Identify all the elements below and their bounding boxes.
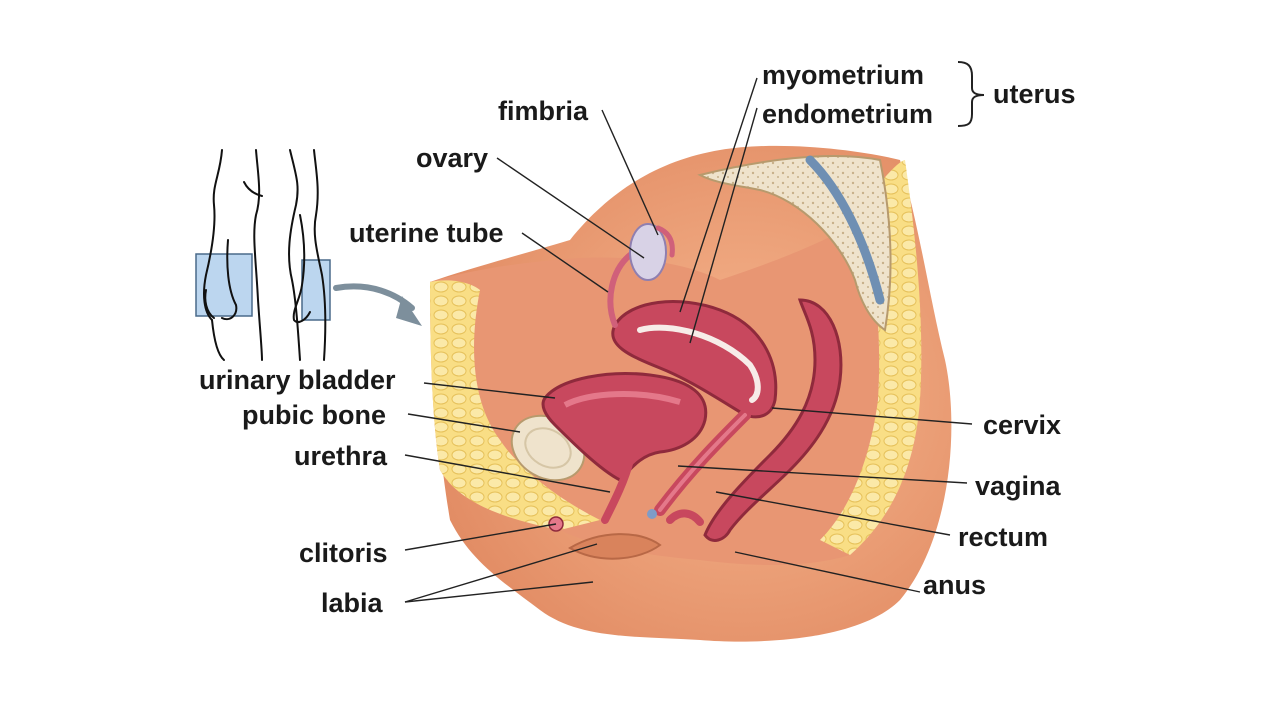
uterus-brace-icon xyxy=(957,61,985,127)
pelvis-section xyxy=(430,145,952,642)
label-fimbria: fimbria xyxy=(498,96,589,126)
spinal-vessel xyxy=(805,155,885,305)
uterine-tube-shape xyxy=(607,252,633,328)
label-clitoris: clitoris xyxy=(299,538,388,568)
inset-figure xyxy=(195,149,331,361)
fimbria-shape xyxy=(655,225,675,258)
inset-plane-side xyxy=(301,259,331,321)
label-ovary: ovary xyxy=(416,143,489,173)
label-uterine-tube: uterine tube xyxy=(349,218,504,248)
leader-lines xyxy=(404,77,973,603)
label-cervix: cervix xyxy=(983,410,1062,440)
label-urinary-bladder: urinary bladder xyxy=(199,365,396,395)
label-labia: labia xyxy=(321,588,383,618)
label-rectum: rectum xyxy=(958,522,1049,552)
label-vagina: vagina xyxy=(975,471,1061,501)
endometrium-shape xyxy=(637,324,761,403)
label-myometrium: myometrium xyxy=(762,60,925,90)
labia-shape xyxy=(568,533,662,560)
ovary-shape xyxy=(629,223,667,281)
label-endometrium: endometrium xyxy=(762,99,934,129)
urethra-shape xyxy=(601,456,634,524)
blue-dot xyxy=(647,509,657,519)
label-uterus: uterus xyxy=(993,79,1076,109)
label-pubic-bone: pubic bone xyxy=(242,400,386,430)
arrow-head-icon xyxy=(396,296,422,326)
label-urethra: urethra xyxy=(294,441,388,471)
fat-layer-back xyxy=(820,160,922,555)
rectum-shape xyxy=(703,298,843,542)
label-anus: anus xyxy=(923,570,987,600)
